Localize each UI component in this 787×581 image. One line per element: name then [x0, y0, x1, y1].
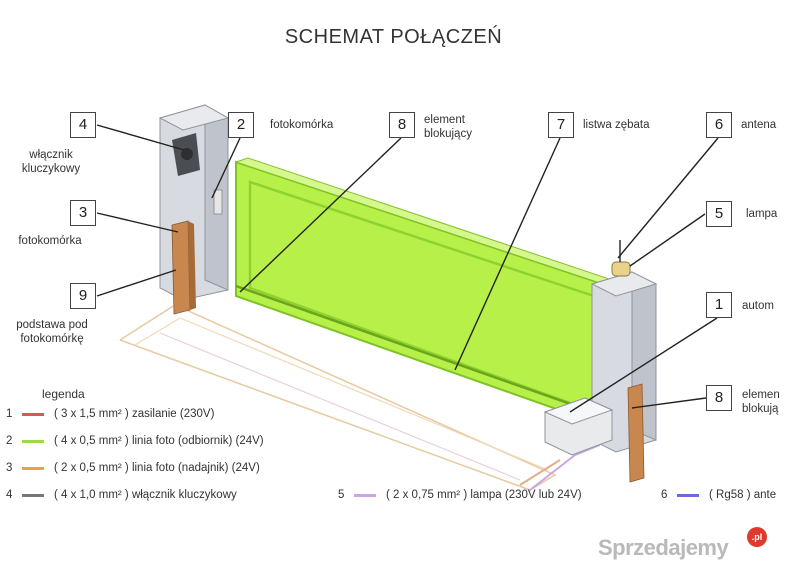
callout-label-locking-element-right: elemen blokują: [742, 389, 780, 415]
legend-swatch-green: [22, 439, 44, 443]
callout-label-key-switch: włącznik kluczykowy: [21, 149, 81, 175]
callout-number-7: 7: [548, 112, 574, 138]
photocell-receiver: [213, 189, 223, 215]
callout-number-1: 1: [706, 292, 732, 318]
legend-swatch-orange: [22, 466, 44, 470]
legend-title: legenda: [42, 387, 85, 401]
callout-number-3: 3: [70, 200, 96, 226]
legend-num: 6: [661, 489, 668, 501]
legend-item-3: 3 ( 2 x 0,5 mm² ) linia foto (nadajnik) …: [6, 462, 260, 474]
legend-text: ( 4 x 1,0 mm² ) włącznik kluczykowy: [54, 489, 237, 501]
right-post: [590, 271, 658, 453]
watermark-text: Sprzedajemy: [598, 535, 729, 560]
legend-swatch-red: [22, 412, 44, 416]
legend-item-1: 1 ( 3 x 1,5 mm² ) zasilanie (230V): [6, 408, 214, 420]
callout-number-6: 6: [706, 112, 732, 138]
legend-item-4: 4 ( 4 x 1,0 mm² ) włącznik kluczykowy: [6, 489, 237, 501]
watermark-badge: .pl: [747, 527, 767, 547]
photocell-mount-right: [627, 383, 645, 483]
legend-text: ( 3 x 1,5 mm² ) zasilanie (230V): [54, 408, 215, 420]
callout-label-automation: autom: [742, 300, 774, 312]
legend-num: 1: [6, 408, 13, 420]
callout-label-lamp: lampa: [746, 208, 778, 220]
callout-number-8-top: 8: [389, 112, 415, 138]
sliding-gate: [234, 157, 644, 437]
legend-item-5: 5 ( 2 x 0,75 mm² ) lampa (230V lub 24V): [338, 489, 582, 501]
callout-label-antenna: antena: [741, 119, 777, 131]
callout-number-4: 4: [70, 112, 96, 138]
legend-num: 5: [338, 489, 345, 501]
legend-text: ( 4 x 0,5 mm² ) linia foto (odbiornik) (…: [54, 435, 264, 447]
legend-text: ( 2 x 0,5 mm² ) linia foto (nadajnik) (2…: [54, 462, 260, 474]
legend-text: ( 2 x 0,75 mm² ) lampa (230V lub 24V): [386, 489, 582, 501]
legend-swatch-blue: [677, 493, 699, 497]
legend-swatch-violet: [354, 493, 376, 497]
callout-number-2: 2: [228, 112, 254, 138]
legend-num: 3: [6, 462, 13, 474]
page-title: SCHEMAT POŁĄCZEŃ: [284, 26, 503, 48]
callout-label-photocell-top: fotokomórka: [270, 119, 334, 131]
callout-label-photocell-left: fotokomórka: [18, 235, 82, 247]
photocell-mount-left: [171, 220, 196, 315]
callout-label-gear-rack: listwa zębata: [583, 119, 650, 131]
legend-num: 2: [6, 435, 13, 447]
callout-number-5: 5: [706, 201, 732, 227]
callout-label-photocell-base: podstawa pod fotokomórkę: [16, 319, 88, 345]
key-switch: [172, 133, 200, 176]
gate-motor: [543, 397, 614, 456]
lamp: [611, 261, 631, 277]
leader-lines: [96, 124, 719, 413]
callout-label-locking-element: element blokujący: [424, 114, 472, 140]
legend-item-2: 2 ( 4 x 0,5 mm² ) linia foto (odbiornik)…: [6, 435, 264, 447]
legend-swatch-gray: [22, 493, 44, 497]
callout-number-8-right: 8: [706, 385, 732, 411]
legend-text: ( Rg58 ) ante: [709, 489, 777, 501]
legend-item-6: 6 ( Rg58 ) ante: [661, 489, 776, 501]
cable-trench: [119, 304, 601, 491]
callout-number-9: 9: [70, 283, 96, 309]
legend-num: 4: [6, 489, 13, 501]
